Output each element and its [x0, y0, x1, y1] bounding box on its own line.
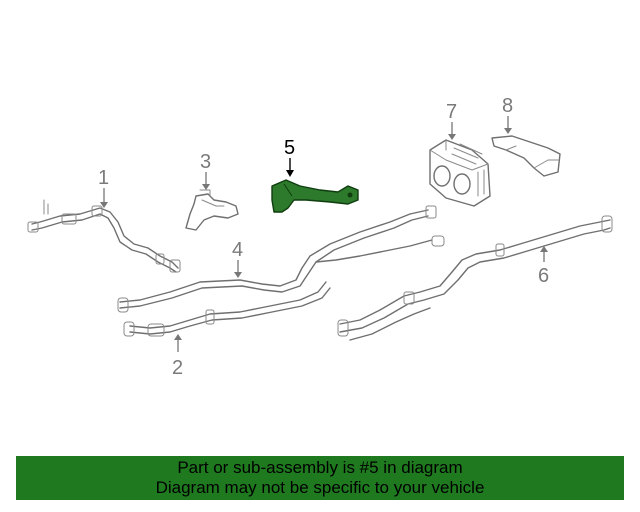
part-3-bracket[interactable] — [185, 189, 239, 231]
svg-text:8: 8 — [502, 95, 513, 117]
callout-1: 1 — [98, 167, 109, 208]
callout-5: 5 — [284, 137, 295, 177]
part-4-long-hose[interactable] — [117, 205, 445, 313]
callout-3: 3 — [200, 151, 211, 190]
callout-6: 6 — [538, 246, 549, 287]
callout-4: 4 — [232, 239, 243, 278]
part-7-oil-cooler[interactable] — [429, 139, 491, 207]
info-banner: Part or sub-assembly is #5 in diagram Di… — [16, 456, 624, 500]
banner-line-2: Diagram may not be specific to your vehi… — [155, 478, 485, 497]
svg-text:7: 7 — [446, 101, 457, 123]
callout-7: 7 — [446, 101, 457, 140]
part-6-hose-assembly[interactable] — [337, 215, 613, 341]
callout-8: 8 — [502, 95, 513, 134]
svg-text:3: 3 — [200, 151, 211, 173]
svg-text:6: 6 — [538, 265, 549, 287]
svg-text:4: 4 — [232, 239, 243, 261]
part-8-mounting-bracket[interactable] — [491, 135, 561, 177]
callout-2: 2 — [172, 334, 183, 379]
part-1-hose-assembly[interactable] — [27, 199, 181, 273]
svg-text:1: 1 — [98, 167, 109, 189]
banner-line-1: Part or sub-assembly is #5 in diagram — [177, 458, 463, 477]
part-2-lower-hose[interactable] — [123, 281, 331, 337]
svg-text:5: 5 — [284, 137, 295, 159]
svg-text:2: 2 — [172, 357, 183, 379]
part-5-bracket-highlighted[interactable] — [271, 179, 359, 213]
